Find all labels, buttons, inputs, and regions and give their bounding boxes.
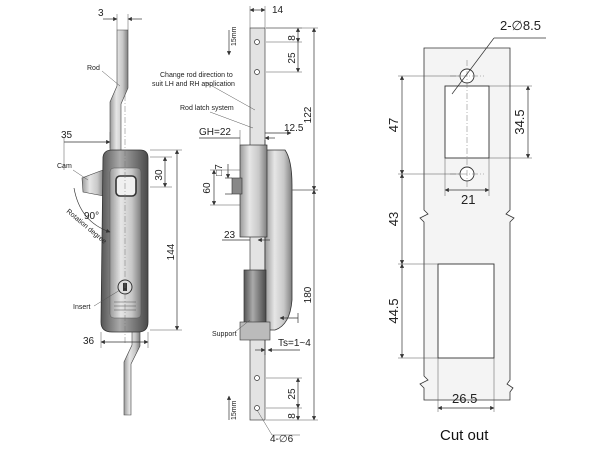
dim-23: 23	[224, 230, 236, 241]
cutout-window-lower	[437, 263, 495, 359]
cam-label: Cam	[57, 163, 72, 170]
dim-height-144: 144	[166, 243, 177, 260]
dim-height-180: 180	[303, 286, 314, 303]
dim-26-5: 26.5	[452, 391, 477, 406]
stroke-bottom-label: 15mm	[231, 400, 238, 420]
dim-bottom-25: 25	[287, 388, 298, 400]
rod-label: Rod	[87, 65, 100, 72]
note-change-rod-2: suit LH and RH application	[152, 81, 235, 88]
rod-hole-1	[254, 39, 260, 45]
handle-window	[115, 175, 137, 197]
dim-hole-dia: 2-∅8.5	[500, 18, 541, 33]
stroke-top-label: 15mm	[231, 26, 238, 46]
upper-rod	[109, 29, 129, 161]
side-cam	[231, 177, 243, 195]
rotation-angle: 90°	[84, 211, 99, 222]
note-rod-latch: Rod latch system	[180, 105, 234, 112]
dim-rod-offset: 35	[61, 130, 73, 141]
front-view: 3 Rod 35 Cam 90° Rotation degree 30 144 …	[57, 8, 182, 416]
note-change-rod-1: Change rod direction to	[160, 72, 233, 79]
dim-top-14: 14	[272, 5, 284, 16]
dim-gh: GH=22	[199, 127, 231, 138]
dim-bottom-36: 36	[83, 336, 95, 347]
dim-height-122: 122	[303, 106, 314, 123]
dim-60: 60	[202, 182, 213, 194]
cam	[81, 169, 105, 197]
dim-cam-30: 30	[154, 169, 165, 181]
insert-label: Insert	[73, 304, 91, 311]
side-handle	[264, 149, 293, 331]
dim-43: 43	[386, 212, 401, 226]
dim-holes: 4-∅6	[270, 434, 294, 445]
dim-47: 47	[386, 118, 401, 132]
dim-bottom-8: 8	[287, 413, 298, 419]
rod-hole-4	[254, 405, 260, 411]
dim-21: 21	[461, 192, 475, 207]
dim-top-rod: 3	[98, 8, 104, 19]
cutout-view: 2-∅8.5 47 34.5 21 43 44.5 26.5 Cut out	[386, 18, 546, 444]
dim-ts: Ts=1~4	[278, 338, 311, 349]
support-label: Support	[212, 331, 237, 338]
dim-top-25: 25	[287, 52, 298, 64]
lower-rod	[123, 329, 141, 416]
rod-hole-3	[254, 375, 260, 381]
handle-face	[109, 167, 142, 319]
side-support-base	[239, 321, 271, 341]
dim-44-5: 44.5	[386, 298, 401, 323]
cutout-caption: Cut out	[440, 427, 489, 444]
dim-top-8: 8	[287, 35, 298, 41]
rod-hole-2	[254, 69, 260, 75]
side-view: 15mm 15mm 14 8 25 122 Change rod directi…	[152, 5, 318, 445]
side-support	[243, 269, 267, 329]
dim-12-5: 12.5	[284, 123, 304, 134]
side-bezel	[239, 144, 268, 238]
dim-34-5: 34.5	[512, 109, 527, 134]
